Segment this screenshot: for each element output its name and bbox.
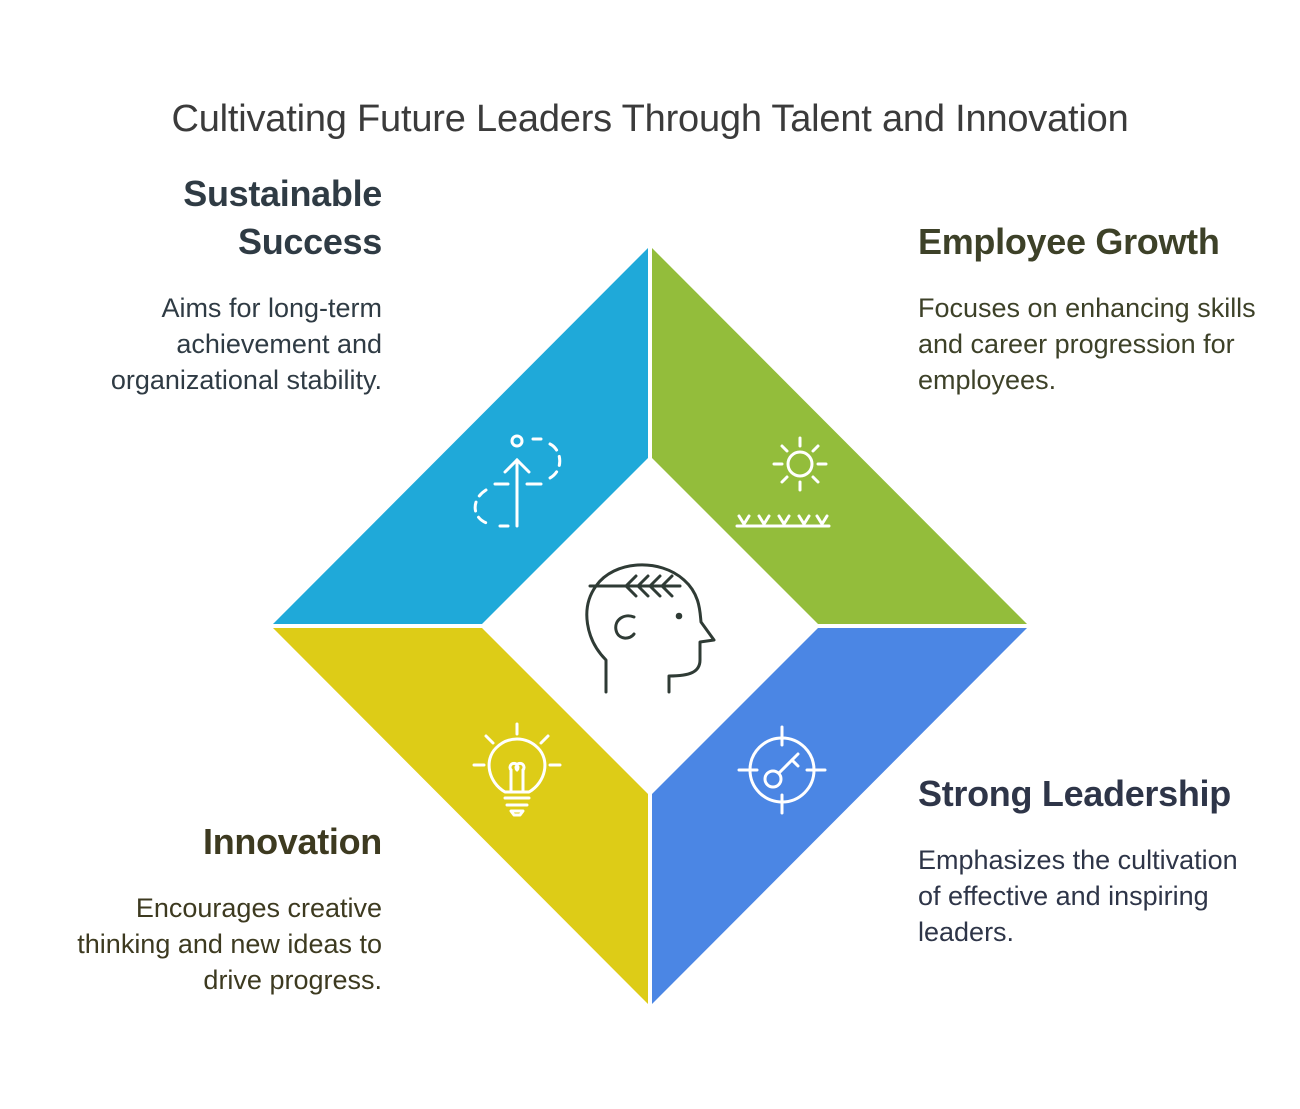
strong-leadership-heading: Strong Leadership [918, 773, 1231, 814]
employee-growth-block: Employee Growth Focuses on enhancing ski… [918, 218, 1258, 398]
sustainable-success-block: Sustainable Success Aims for long-term a… [40, 170, 382, 398]
path-up-arrow-icon [473, 434, 562, 528]
sustainable-success-description: Aims for long-term achievement and organ… [110, 293, 382, 395]
segment-growth [652, 248, 1027, 624]
innovation-description: Encourages creative thinking and new ide… [77, 893, 382, 995]
sun-grass-icon [735, 436, 831, 528]
segment-sustainable [273, 248, 648, 624]
strong-leadership-block: Strong Leadership Emphasizes the cultiva… [918, 770, 1258, 950]
strong-leadership-description: Emphasizes the cultivation of effective … [918, 845, 1238, 947]
page-title: Cultivating Future Leaders Through Talen… [171, 98, 1129, 140]
target-key-icon [737, 725, 827, 815]
head-with-leaf-icon [585, 563, 716, 694]
segment-innovation [273, 628, 648, 1004]
sustainable-success-heading: Sustainable Success [183, 173, 382, 262]
employee-growth-heading: Employee Growth [918, 221, 1220, 262]
employee-growth-description: Focuses on enhancing skills and career p… [918, 293, 1256, 395]
innovation-heading: Innovation [203, 821, 382, 862]
innovation-block: Innovation Encourages creative thinking … [40, 818, 382, 998]
lightbulb-icon [472, 722, 562, 817]
segment-leadership [652, 628, 1027, 1004]
